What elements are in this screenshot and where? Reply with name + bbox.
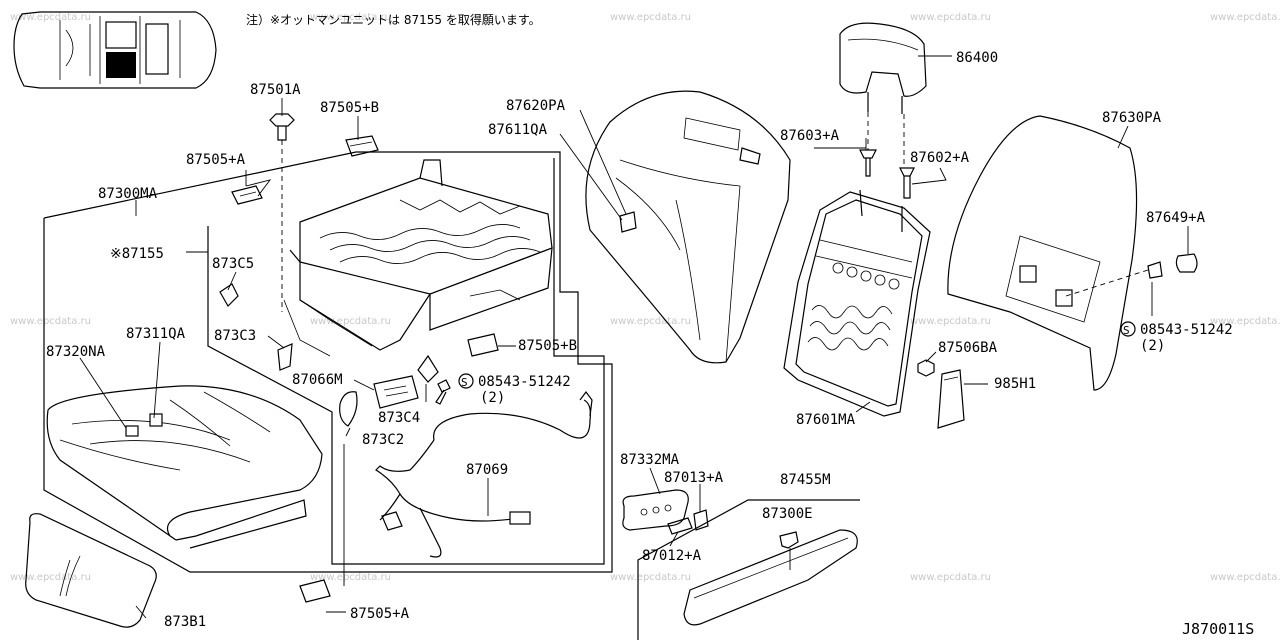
label-87069: 87069 [466, 462, 508, 478]
label-873B1: 873B1 [164, 614, 206, 630]
label-87155: ※87155 [110, 246, 164, 262]
watermark: www.epcdata.ru [910, 572, 991, 583]
watermark: www.epcdata.ru [1210, 316, 1280, 327]
label-87505B-mid: 87505+B [518, 338, 577, 354]
inner-assembly-outline [207, 158, 605, 565]
seat-cushion-pad [46, 385, 323, 549]
knob-87013A [693, 509, 709, 531]
watermark: www.epcdata.ru [910, 12, 991, 23]
watermark: www.epcdata.ru [310, 316, 391, 327]
label-87300MA: 87300MA [98, 186, 158, 202]
watermark: www.epcdata.ru [1210, 572, 1280, 583]
watermarks: www.epcdata.ru www.epcdata.ru www.epcdat… [10, 12, 1280, 583]
clip-87505B-mid [467, 333, 499, 357]
motor-87066M [373, 375, 419, 409]
svg-text:S: S [461, 376, 468, 389]
clip-87505A-top [231, 185, 263, 205]
label-08543-mid-qty: (2) [480, 390, 505, 406]
nut-87506BA [917, 359, 935, 377]
cover-873C4 [417, 354, 439, 383]
module-985H1 [937, 369, 965, 429]
watermark: www.epcdata.ru [10, 12, 91, 23]
screw-08543-mid [435, 379, 451, 405]
label-87320NA: 87320NA [46, 344, 106, 360]
cover-873C5 [219, 283, 239, 307]
guide-pin-87602A [899, 167, 915, 199]
clip-87505B-top [345, 135, 379, 157]
label-87455M: 87455M [780, 472, 831, 488]
label-985H1: 985H1 [994, 376, 1036, 392]
bolt-symbol-mid: S [458, 373, 474, 389]
label-08543-right-qty: (2) [1140, 338, 1165, 354]
seatback-cover-87620PA [585, 90, 791, 364]
wire-harness-87069 [375, 391, 593, 558]
label-87501A: 87501A [250, 82, 301, 98]
cap-87649A [1175, 253, 1198, 273]
label-86400: 86400 [956, 50, 998, 66]
leader-lines [79, 55, 1189, 619]
back-panel-87630PA [947, 115, 1138, 391]
seatback-frame-87601MA [783, 189, 931, 417]
watermark: www.epcdata.ru [310, 12, 391, 23]
note-text: 注）※オットマンユニットは 87155 を取得願います。 [246, 12, 541, 27]
diagram-code: J870011S [1182, 620, 1254, 638]
watermark: www.epcdata.ru [310, 572, 391, 583]
label-87013A: 87013+A [664, 470, 724, 486]
label-87505A-top: 87505+A [186, 152, 246, 168]
cover-873C3 [277, 343, 293, 371]
side-finisher-87455M [683, 529, 858, 626]
cushion-assembly-outline [43, 151, 613, 573]
guide-pin-87603A [859, 149, 877, 177]
bolt-87501A [269, 113, 295, 141]
part-labels: 87501A 87505+B 87505+A 87300MA ※87155 87… [46, 50, 1233, 630]
label-87506BA: 87506BA [938, 340, 998, 356]
switch-87332MA [622, 489, 689, 531]
label-87620PA: 87620PA [506, 98, 566, 114]
side-finisher-outline [637, 499, 860, 640]
knob-87012A [667, 517, 693, 535]
watermark: www.epcdata.ru [10, 572, 91, 583]
label-87012A: 87012+A [642, 548, 702, 564]
label-87611QA: 87611QA [488, 122, 548, 138]
label-87505B-top: 87505+B [320, 100, 379, 116]
ottoman-panel [25, 513, 157, 628]
watermark: www.epcdata.ru [610, 316, 691, 327]
bolt-symbol-right: S [1120, 321, 1136, 337]
watermark: www.epcdata.ru [1210, 12, 1280, 23]
clip-87505A-bot [299, 579, 331, 603]
knob-873C2 [339, 391, 358, 427]
label-87630PA: 87630PA [1102, 110, 1162, 126]
label-87602A: 87602+A [910, 150, 970, 166]
label-873C5: 873C5 [212, 256, 254, 272]
label-87300E: 87300E [762, 506, 813, 522]
car-location-icon [13, 11, 217, 89]
label-87311QA: 87311QA [126, 326, 186, 342]
label-873C2: 873C2 [362, 432, 404, 448]
watermark: www.epcdata.ru [910, 316, 991, 327]
label-87649A: 87649+A [1146, 210, 1206, 226]
seat-cushion-frame [283, 159, 553, 357]
clip-87300E [779, 531, 799, 549]
label-87601MA: 87601MA [796, 412, 856, 428]
label-87066M: 87066M [292, 372, 343, 388]
watermark: www.epcdata.ru [610, 572, 691, 583]
screw-08543-right [1065, 261, 1163, 297]
watermark: www.epcdata.ru [10, 316, 91, 327]
svg-text:S: S [1123, 324, 1130, 337]
label-873C3: 873C3 [214, 328, 256, 344]
headrest-86400 [839, 22, 927, 114]
label-87332MA: 87332MA [620, 452, 680, 468]
label-08543-right: 08543-51242 [1140, 322, 1233, 338]
label-87505A-bot: 87505+A [350, 606, 410, 622]
label-08543-mid: 08543-51242 [478, 374, 571, 390]
label-87603A: 87603+A [780, 128, 840, 144]
label-873C4: 873C4 [378, 410, 420, 426]
watermark: www.epcdata.ru [610, 12, 691, 23]
